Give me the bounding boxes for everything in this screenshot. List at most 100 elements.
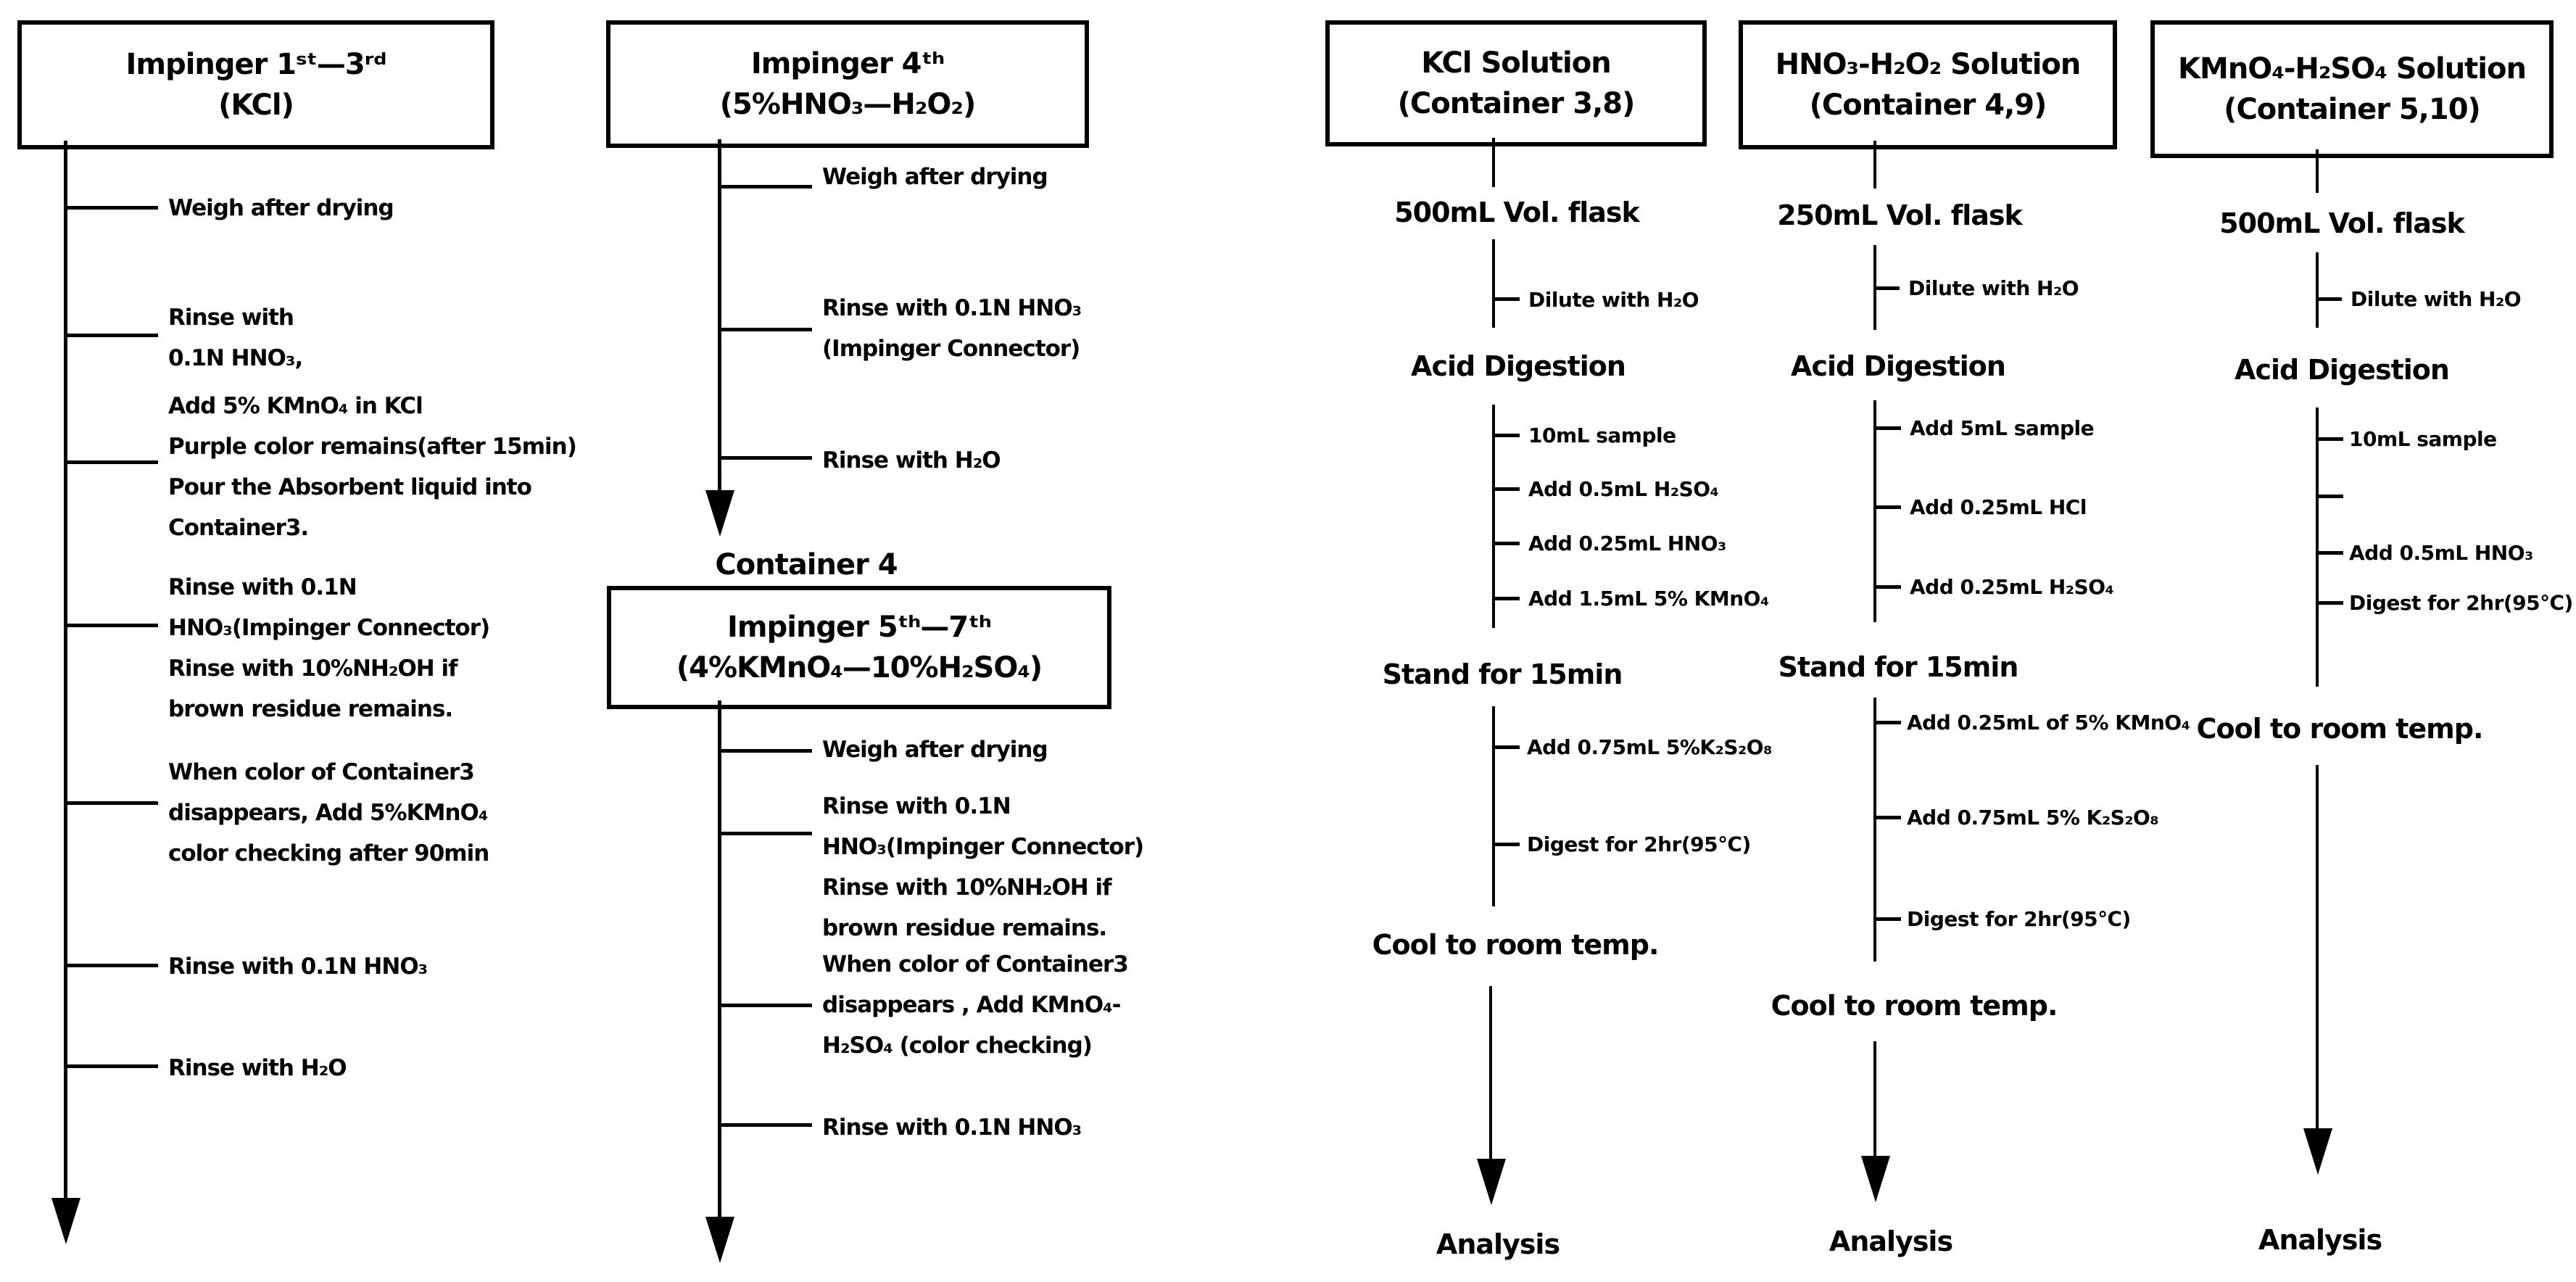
step-label: Rinse with 0.1N HNO₃ [822,1114,1082,1141]
connector-line [2316,149,2319,193]
step-label: Rinse with 0.1N HNO₃ (Impinger Connector… [822,295,1082,362]
step-label: Weigh after drying [822,164,1048,190]
flask-heading: 500mL Vol. flask [2219,207,2465,239]
step-label: Add 5mL sample [1910,416,2095,440]
tick [718,832,812,835]
tick [1492,434,1520,437]
tick [64,334,158,337]
step-label: Rinse with 0.1N HNO₃, [168,305,303,371]
tick [1873,286,1900,290]
flow-line [1492,405,1495,628]
box-title-line2: (KCl) [218,88,294,122]
flow-line [1873,698,1876,962]
analysis-label: Analysis [2258,1224,2382,1256]
box-title-line1: Impinger 4ᵗʰ [750,47,945,80]
step-label: Rinse with 0.1N HNO₃(Impinger Connector)… [822,793,1144,941]
arrowhead-down-icon [1860,1156,1890,1202]
tick [2316,297,2342,301]
step-label: Weigh after drying [822,737,1048,763]
step-label: Add 0.25mL of 5% KMnO₄ [1907,711,2190,735]
tick [64,801,158,805]
tick [718,1004,812,1007]
step-label: Rinse with 0.1N HNO₃(Impinger Connector)… [168,574,490,722]
step-label: Digest for 2hr(95℃) [1907,907,2131,931]
tick [1873,585,1901,589]
flow-line [718,139,721,492]
arrowhead-down-icon [705,1217,734,1263]
flow-line [1873,400,1876,622]
stand-heading: Stand for 15min [1778,651,2019,683]
connector-line [1492,138,1495,187]
tick [64,624,158,627]
arrowhead-down-icon [705,490,734,537]
flow-line [2316,252,2319,328]
tick [1492,745,1520,749]
impinger-5-7-box: Impinger 5ᵗʰ—7ᵗʰ (4%KMnO₄—10%H₂SO₄) [607,586,1111,709]
container-4-label: Container 4 [715,548,898,582]
hno3-h2o2-solution-box: HNO₃-H₂O₂ Solution (Container 4,9) [1739,20,2117,149]
tick [1873,917,1901,921]
step-label: Dilute with H₂O [1528,288,1699,312]
kcl-solution-box: KCl Solution (Container 3,8) [1325,20,1707,146]
box-title-line2: (5%HNO₃—H₂O₂) [719,88,976,121]
kmno4-h2so4-solution-box: KMnO₄-H₂SO₄ Solution (Container 5,10) [2150,20,2554,158]
step-label: Add 0.75mL 5% K₂S₂O₈ [1907,806,2159,830]
step-label: Add 0.75mL 5%K₂S₂O₈ [1527,735,1772,759]
acid-digestion-heading: Acid Digestion [1411,350,1626,382]
tick [1873,505,1901,509]
cool-heading: Cool to room temp. [2196,713,2484,745]
step-label: Add 0.25mL HCl [1910,495,2087,519]
tick [1873,721,1901,724]
tick [1492,843,1520,846]
flow-line [718,700,721,1217]
box-title-line1: KCl Solution [1421,46,1611,80]
analysis-label: Analysis [1829,1225,1953,1257]
step-label: Add 0.5mL HNO₃ [2349,541,2533,565]
step-label: Weigh after drying [168,195,394,221]
acid-digestion-heading: Acid Digestion [1791,350,2006,382]
arrowhead-down-icon [1476,1159,1506,1205]
flask-heading: 500mL Vol. flask [1394,197,1640,228]
arrowhead-down-icon [2303,1128,2332,1175]
tick [2316,495,2343,498]
flow-line [2316,408,2319,687]
step-label: Rinse with 0.1N HNO₃ [168,954,428,980]
box-title-line2: (Container 3,8) [1397,87,1636,120]
tick [64,1064,158,1068]
impinger-4-box: Impinger 4ᵗʰ (5%HNO₃—H₂O₂) [606,20,1089,148]
step-label: Rinse with H₂O [822,447,1001,473]
tick [64,964,158,967]
tick [1873,426,1901,430]
step-label: Dilute with H₂O [1908,276,2079,300]
cool-heading: Cool to room temp. [1771,990,2058,1022]
flow-line [1492,239,1495,328]
flow-line [64,141,67,1198]
cool-heading: Cool to room temp. [1372,929,1660,961]
step-label: Add 0.25mL HNO₃ [1528,532,1726,555]
tick [718,185,812,189]
box-title-line1: KMnO₄-H₂SO₄ Solution [2178,52,2527,86]
tick [718,328,812,331]
tick [2316,551,2343,555]
arrowhead-down-icon [51,1198,80,1244]
step-label: Dilute with H₂O [2351,287,2522,311]
tick [718,456,812,460]
step-label: When color of Container3 disappears, Add… [168,759,489,867]
box-title-line1: Impinger 5ᵗʰ—7ᵗʰ [727,611,992,644]
box-title-line2: (Container 4,9) [1809,88,2047,122]
analysis-label: Analysis [1436,1228,1560,1260]
tick [64,206,158,210]
tick [1873,816,1901,819]
step-label: When color of Container3 disappears , Ad… [822,951,1129,1059]
box-title-line2: (4%KMnO₄—10%H₂SO₄) [676,651,1043,685]
tick [2316,437,2343,441]
tick [1492,297,1520,301]
tick [1492,542,1520,545]
tick [1492,597,1520,600]
step-label: Digest for 2hr(95℃) [1527,832,1751,856]
step-label: Rinse with H₂O [168,1055,347,1081]
step-label: Digest for 2hr(95℃) [2349,591,2573,615]
flow-line [2316,765,2319,1131]
tick [2316,601,2343,605]
